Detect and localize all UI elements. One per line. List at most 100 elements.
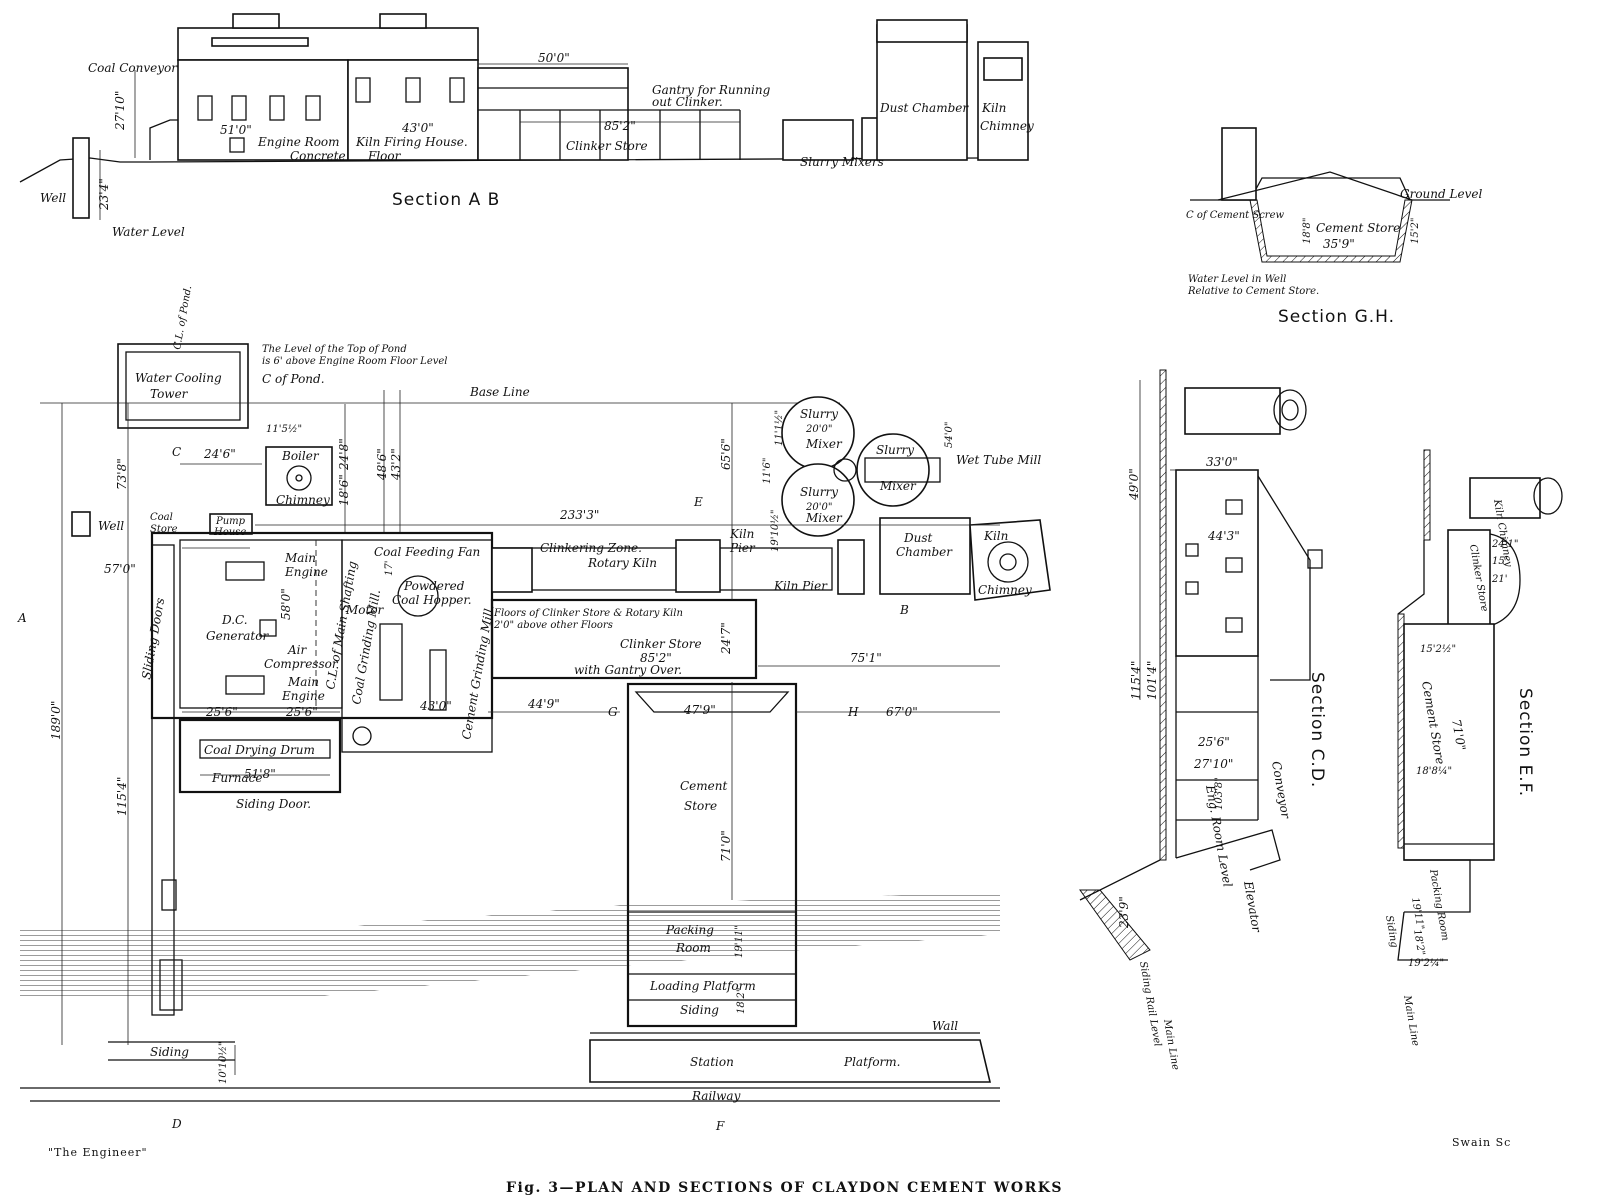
label-siding-plan: Siding [680, 1003, 719, 1017]
dim-kiln-house: 43'0" [401, 121, 434, 135]
label-packing: Packing [665, 923, 714, 937]
label-store: Store [150, 524, 178, 535]
main-engine-2 [225, 675, 265, 695]
slurry-mixer-2 [781, 463, 855, 537]
dim-19-11: 19'11" [734, 925, 745, 958]
kiln-firing-house [347, 59, 479, 161]
dim-50: 50'0" [538, 51, 570, 65]
kiln-end [491, 547, 533, 593]
dim-24-6: 24'6" [203, 447, 236, 461]
dim-65-6: 65'6" [719, 438, 733, 470]
gh-roof [1217, 171, 1413, 201]
roof-vent [232, 13, 280, 29]
boiler-chimney [265, 446, 333, 506]
dim-24-7: 24'7" [719, 622, 733, 655]
label-dc: D.C. [221, 613, 248, 627]
label-kiln-pier-3: Kiln Pier [773, 579, 828, 593]
label-well: Well [40, 191, 66, 205]
title-section-ab: Section A B [392, 190, 500, 210]
dim-233-3: 233'3" [559, 508, 599, 522]
section-cd: 33'0" 49'0" 44'3" 101'4" 115'4" 25'6" 27… [1079, 369, 1327, 1071]
dim-cd-101: 101'4" [1145, 661, 1159, 700]
label-slurry-mixers: Slurry Mixers [800, 155, 884, 169]
label-floors-note-1: Floors of Clinker Store & Rotary Kiln [493, 608, 683, 619]
dim-73-8: 73'8" [115, 458, 129, 490]
label-store-plan: Store [684, 799, 717, 813]
dust-chamber-plan [879, 517, 971, 595]
label-slurry-1: Slurry [800, 407, 838, 421]
siding-track [151, 544, 175, 1016]
dim-ef-15-2: 15'2½" [1420, 644, 1456, 655]
label-eng-room-level: Eng. Room Level [1203, 783, 1235, 888]
dim-ef-71: 71'0" [1449, 718, 1468, 752]
dim-48-6: 48'6" [375, 448, 389, 481]
label-kiln-firing-house: Kiln Firing House. [355, 135, 468, 149]
label-main-engine-2: Main [287, 675, 319, 689]
label-mixer-2: Mixer [805, 511, 843, 525]
label-water-level-well: Water Level in Well [1188, 274, 1286, 285]
label-slurry-2: Slurry [800, 485, 838, 499]
label-main-engine-1: Main [284, 551, 316, 565]
dim-cd-23-9: 23'9" [1117, 896, 1131, 929]
dim-25-6b: 25'6" [285, 705, 318, 719]
label-water-level: Water Level [112, 225, 185, 239]
dim-20-0a: 20'0" [805, 424, 832, 435]
dim-20-0b: 20'0" [805, 502, 832, 513]
label-room: Room [675, 941, 711, 955]
title-section-cd: Section C.D. [1307, 672, 1327, 788]
cd-kiln-chimney [1184, 387, 1281, 435]
label-tower: Tower [150, 387, 189, 401]
dim-25-6a: 25'6" [205, 705, 238, 719]
label-coal: Coal [150, 512, 173, 523]
dc-generator [259, 619, 277, 637]
title-section-ef: Section E.F. [1515, 688, 1535, 797]
label-wet-tube-mill: Wet Tube Mill [956, 453, 1041, 467]
label-cl-pond: C of Pond. [262, 372, 325, 386]
dim-18-6: 18'6" [337, 474, 351, 506]
dim-58-0: 58'0" [279, 588, 293, 620]
main-engine-1 [225, 561, 265, 581]
cd-conveyor [1257, 475, 1311, 681]
water-cooling-tower [117, 343, 249, 429]
label-ef-main-line: Main Line [1401, 994, 1421, 1047]
coal-grinding-mill [379, 623, 403, 701]
label-pump: Pump [215, 516, 246, 527]
ef-ground-wall [1397, 613, 1405, 849]
clinker-store-gantry [477, 67, 629, 161]
dim-engine-room: 51'0" [220, 123, 252, 137]
label-cement: Cement [680, 779, 727, 793]
label-floor: Floor [367, 149, 402, 163]
cement-grinding-mill [429, 649, 447, 711]
kiln-chimney-top [983, 57, 1023, 81]
marker-a: A [17, 611, 27, 625]
label-engine-room: Engine Room [257, 135, 340, 149]
dim-clinker: 85'2" [604, 119, 636, 133]
ef-kiln-chimney [1469, 477, 1541, 519]
cd-ground-wall [1159, 369, 1167, 861]
label-cl-cement-screw: C of Cement Screw [1186, 210, 1284, 221]
ground-line [19, 157, 981, 183]
label-floors-note-2: 2'0" above other Floors [493, 620, 613, 631]
dim-cd-33: 33'0" [1206, 455, 1238, 469]
label-siding-rail: Siding Rail Level [1137, 961, 1163, 1048]
label-coal-conveyor: Coal Conveyor [88, 61, 178, 75]
dim-11-6: 11'6" [762, 458, 773, 484]
dim-height: 27'10" [113, 91, 127, 131]
section-gh: Ground Level C of Cement Screw Cement St… [1186, 127, 1482, 327]
marker-b: B [899, 603, 909, 617]
label-rotary-kiln: Rotary Kiln [587, 556, 657, 570]
label-compressor: Compressor [264, 657, 339, 671]
label-chimney: Chimney [980, 119, 1034, 133]
title-section-gh: Section G.H. [1278, 307, 1395, 327]
label-pond-note-1: The Level of the Top of Pond [262, 344, 407, 355]
marker-c: C [172, 445, 181, 459]
label-dust-chamber: Dust Chamber [879, 101, 969, 115]
dim-43-2: 43'2" [389, 448, 403, 481]
label-cd-main-line: Main Line [1161, 1018, 1181, 1071]
dim-51-8: 51'8" [244, 767, 276, 781]
label-main-engine-1b: Engine [284, 565, 328, 579]
label-kiln-chimney-2: Chimney [978, 583, 1032, 597]
powdered-coal-hopper [397, 575, 439, 617]
label-furnace: Furnace [211, 771, 263, 785]
